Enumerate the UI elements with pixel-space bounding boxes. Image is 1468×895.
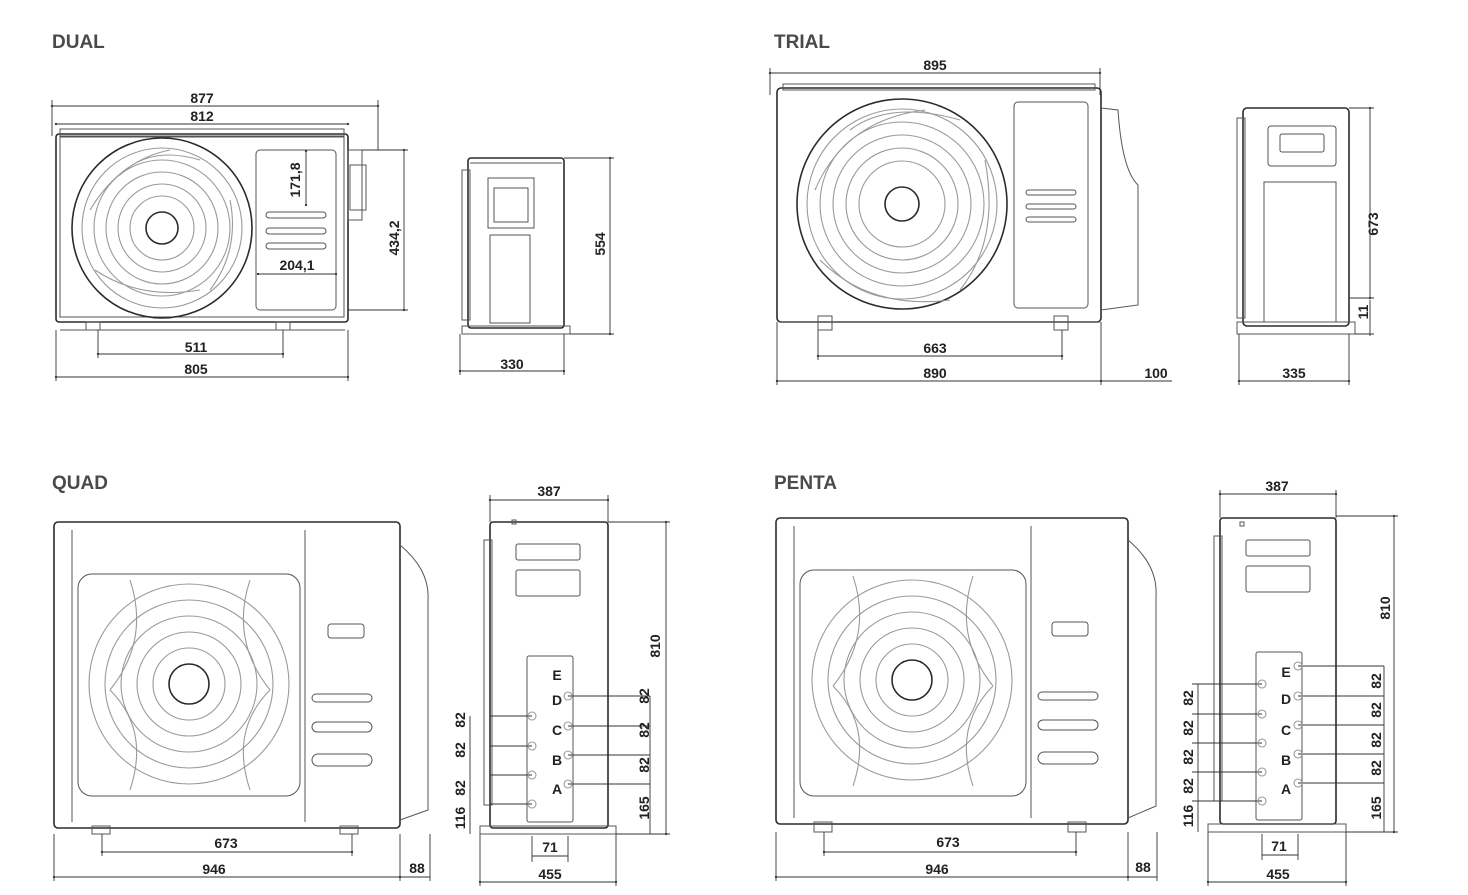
dual-side-view [461, 157, 571, 335]
penta-front-view [775, 517, 1157, 833]
penta-port-labels: E D C B A [1281, 664, 1291, 797]
trial-front-view [776, 83, 1139, 331]
penta-port-label: E [1281, 664, 1290, 680]
quad-feet-span: 673 [214, 835, 238, 851]
penta-base-width: 946 [925, 861, 949, 877]
dual-panel-height: 171,8 [287, 162, 303, 197]
trial-foot-height: 11 [1355, 304, 1371, 319]
quad-port-label: E [552, 667, 561, 683]
dual-panel-width: 204,1 [279, 257, 314, 273]
dual-front-view [55, 128, 367, 331]
quad-dimensions: 673 946 88 [52, 834, 431, 881]
quad-port-left: 82 [452, 780, 468, 796]
trial-overhang: 100 [1144, 365, 1168, 381]
dual-width-total: 877 [190, 90, 214, 106]
penta-depth-base: 455 [1266, 866, 1290, 882]
title-dual: DUAL [52, 32, 105, 53]
dual-width-top: 812 [190, 108, 214, 124]
dual-depth: 330 [500, 356, 524, 372]
penta-height: 810 [1377, 596, 1393, 620]
penta-port-left: 116 [1180, 804, 1196, 827]
penta-dimensions: 673 946 88 [774, 832, 1158, 881]
penta-port-right: 165 [1368, 796, 1384, 820]
dual-height: 554 [592, 232, 608, 256]
trial-depth: 335 [1282, 365, 1306, 381]
fan-guard-icon [811, 575, 1013, 787]
penta-port-right: 82 [1368, 732, 1384, 748]
title-penta: PENTA [774, 473, 837, 494]
quad-port-right: 165 [636, 796, 652, 820]
penta-port-right: 82 [1368, 760, 1384, 776]
penta-port-pitch: 71 [1271, 838, 1287, 854]
quad-side-dimensions: 387 810 82 82 82 116 82 82 82 165 71 455 [452, 483, 670, 886]
penta-port-left: 82 [1180, 749, 1196, 765]
quad-port-label: A [552, 781, 562, 797]
penta-depth-top: 387 [1265, 478, 1289, 494]
trial-feet-span: 663 [923, 340, 947, 356]
quad-port-right: 82 [636, 757, 652, 773]
penta-overhang: 88 [1135, 859, 1151, 875]
fan-guard-icon [796, 98, 1008, 310]
penta-port-left: 82 [1180, 690, 1196, 706]
quad-port-pitch: 71 [542, 839, 558, 855]
quad-port-left: 82 [452, 712, 468, 728]
penta-feet-span: 673 [936, 834, 960, 850]
title-trial: TRIAL [774, 32, 830, 53]
quad-depth-base: 455 [538, 866, 562, 882]
quad-port-right: 82 [636, 722, 652, 738]
dual-base-width: 805 [184, 361, 208, 377]
quad-height: 810 [647, 634, 663, 658]
trial-side-view [1236, 107, 1356, 335]
fan-guard-icon [88, 579, 290, 791]
quad-port-label: B [552, 752, 562, 768]
trial-height: 673 [1365, 212, 1381, 236]
quad-port-label: D [552, 692, 562, 708]
title-quad: QUAD [52, 473, 108, 494]
quad-port-left: 116 [452, 806, 468, 829]
penta-port-left: 82 [1180, 720, 1196, 736]
dual-dimensions: 877 812 171,8 204,1 434,2 511 805 [50, 90, 408, 381]
penta-port-label: C [1281, 722, 1291, 738]
penta-port-right: 82 [1368, 702, 1384, 718]
penta-port-left: 82 [1180, 778, 1196, 794]
penta-side-dimensions: 387 810 82 82 82 82 116 82 82 82 82 165 … [1180, 478, 1398, 886]
quad-overhang: 88 [409, 860, 425, 876]
fan-guard-icon [71, 137, 253, 319]
penta-port-label: A [1281, 781, 1291, 797]
dual-feet-span: 511 [185, 339, 208, 355]
quad-front-view [53, 521, 429, 835]
penta-side-view [1192, 517, 1384, 833]
quad-port-label: C [552, 722, 562, 738]
penta-port-right: 82 [1368, 673, 1384, 689]
trial-dimensions: 895 663 890 100 [768, 57, 1172, 385]
quad-side-view [479, 519, 650, 835]
quad-port-left: 82 [452, 742, 468, 758]
dual-side-height: 434,2 [386, 220, 402, 255]
quad-port-labels: E D C B A [552, 667, 562, 797]
trial-side-dimensions: 673 11 335 [1237, 106, 1381, 385]
quad-depth-top: 387 [537, 483, 561, 499]
quad-port-right: 82 [636, 688, 652, 704]
trial-width-top: 895 [923, 57, 947, 73]
penta-port-label: D [1281, 691, 1291, 707]
trial-base-width: 890 [923, 365, 947, 381]
dual-side-dimensions: 554 330 [458, 156, 614, 375]
quad-base-width: 946 [202, 861, 226, 877]
penta-port-label: B [1281, 752, 1291, 768]
